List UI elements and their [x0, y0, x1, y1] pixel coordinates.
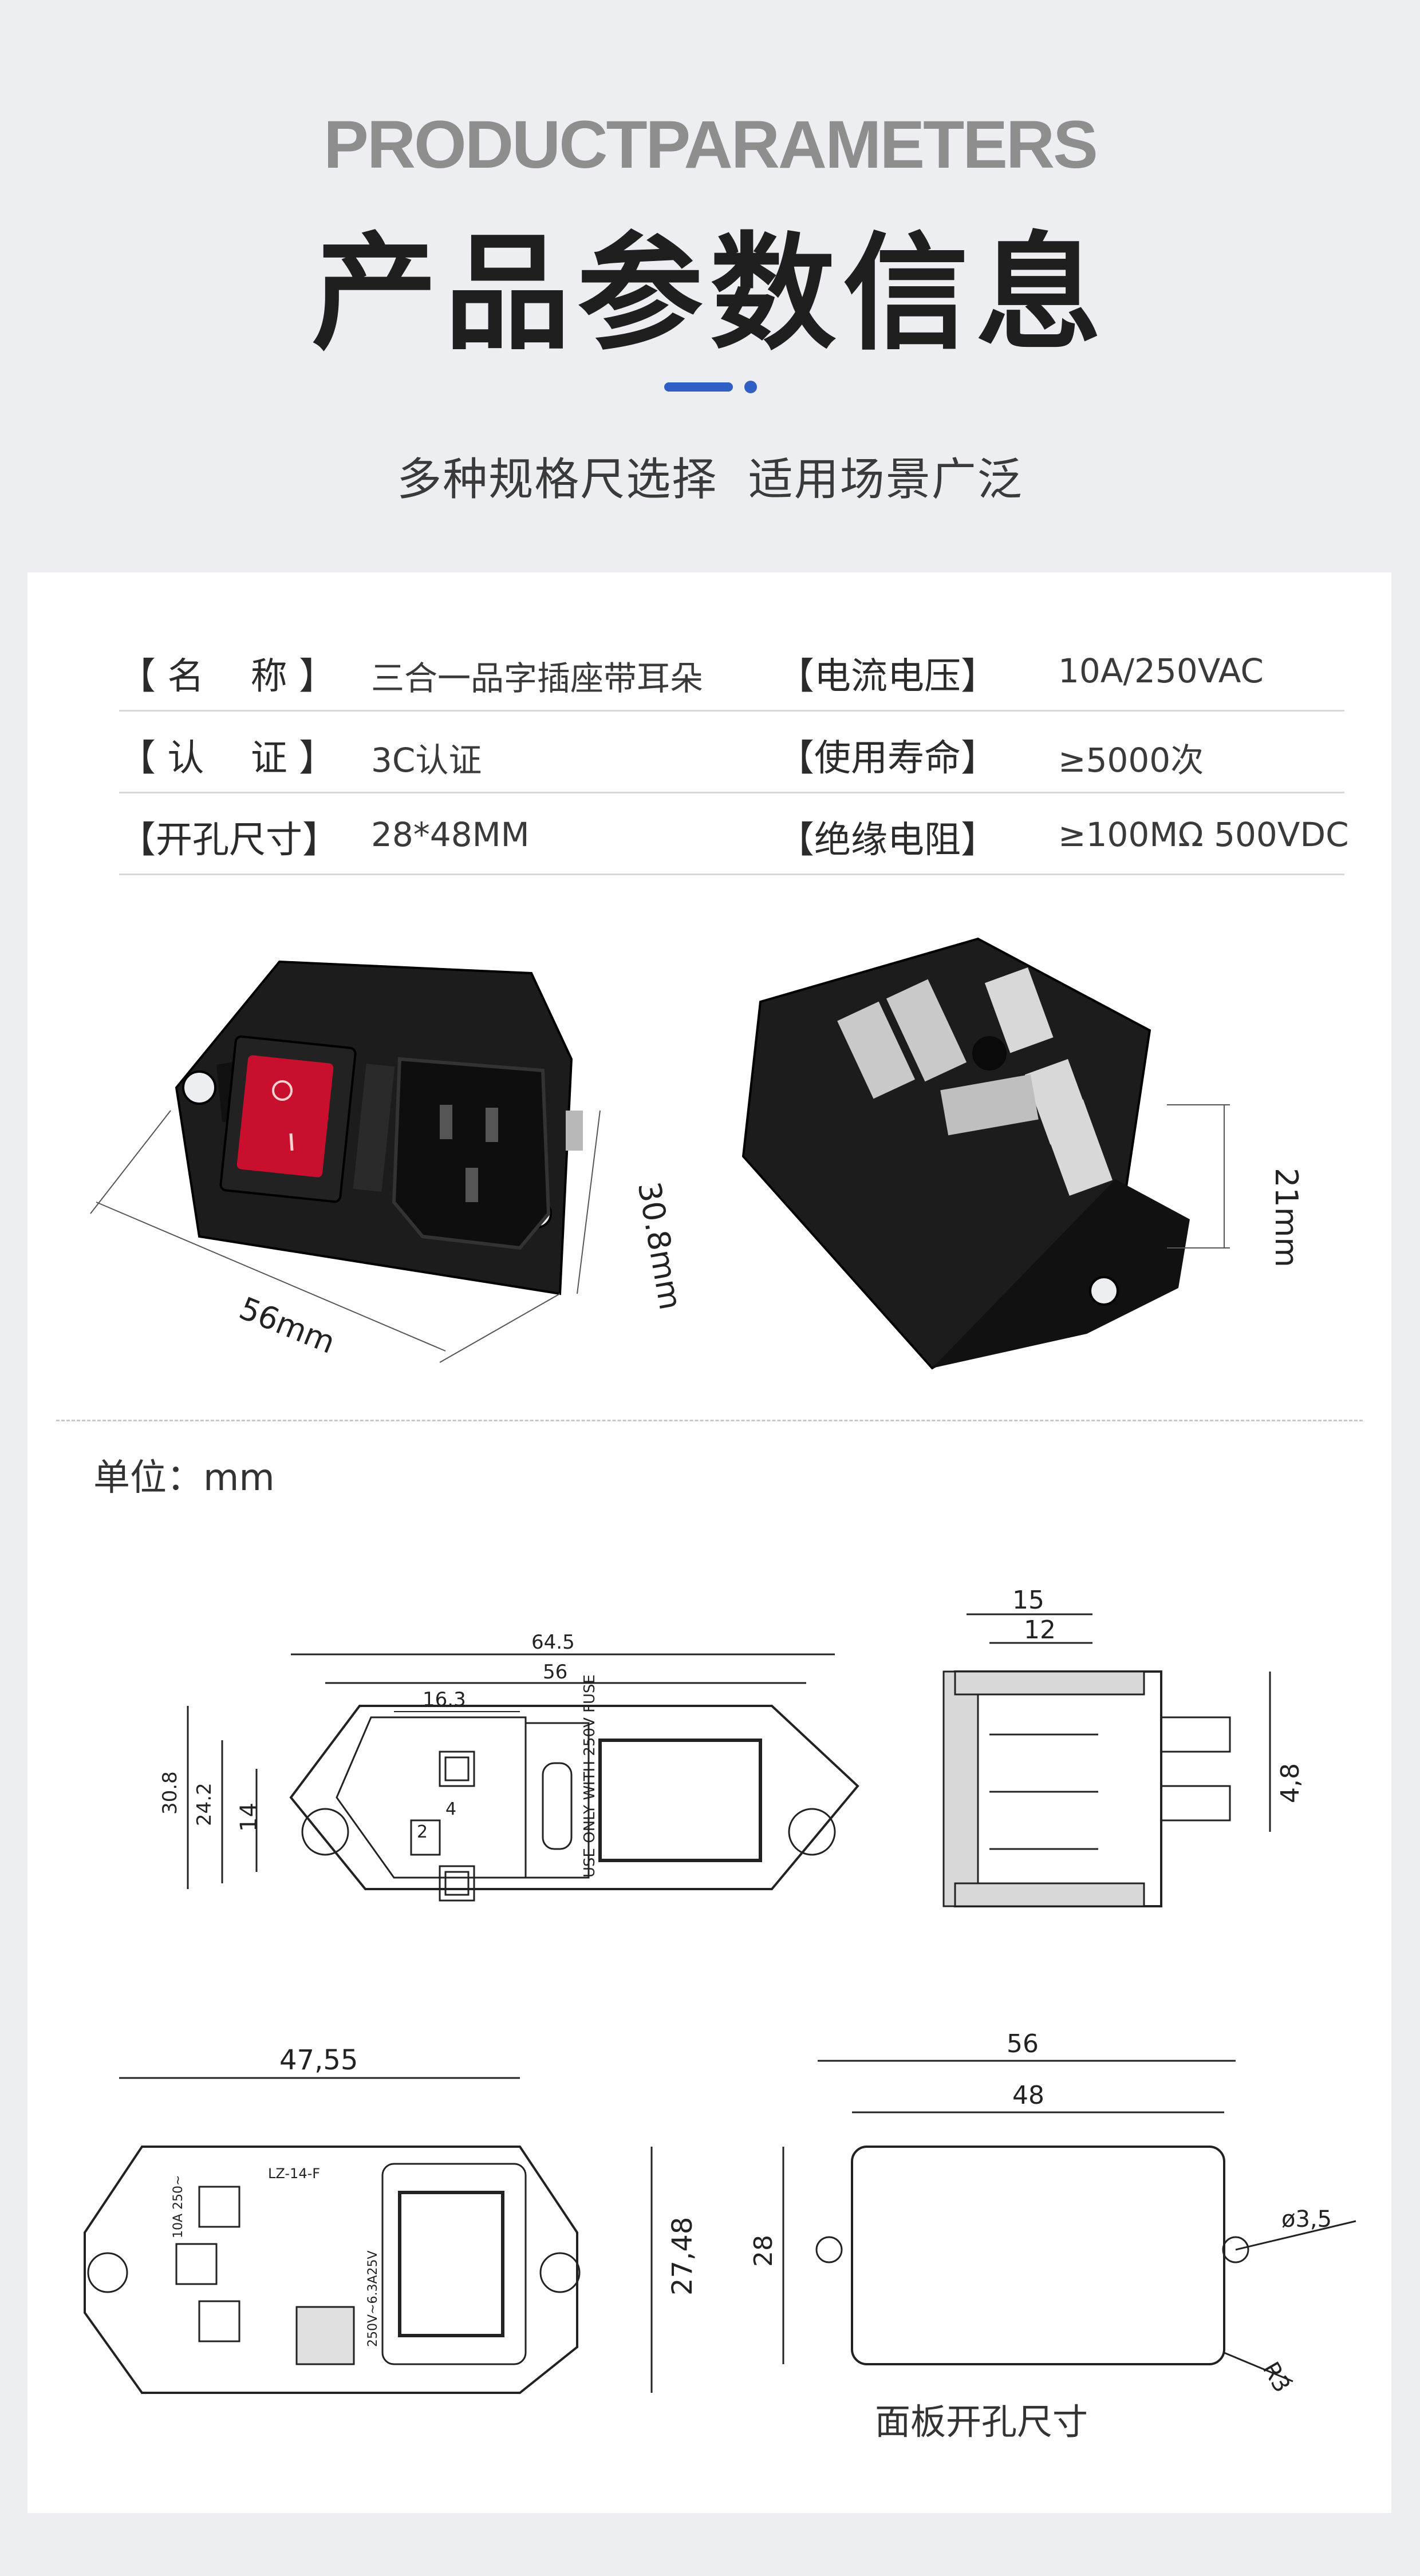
front-dim-2: 56 [543, 1661, 567, 1684]
spec-value: 三合一品字插座带耳朵 [371, 659, 704, 698]
side-drawing [942, 1613, 1271, 1907]
spec-label: 【 认 证 】 [119, 737, 336, 780]
photo-depth-dim: 21mm [1268, 1168, 1304, 1267]
header: PRODUCTPARAMETERS 产品参数信息 多种规格尺选择 适用场景广泛 [0, 0, 1420, 567]
front-dim-8: 2 [417, 1822, 428, 1842]
front-dim-6: 14 [236, 1803, 262, 1832]
spec-value: ≥100MΩ 500VDC [1058, 815, 1349, 854]
product-photos: 56mm 30.8mm 21mm [90, 937, 1304, 1370]
front-dim-5: 24.2 [193, 1783, 216, 1826]
cutout-dim-h: 28 [749, 2235, 778, 2267]
side-dim-2: 12 [1024, 1615, 1056, 1645]
front-dim-3: 16.3 [423, 1688, 466, 1711]
spec-label: 【绝缘电阻】 [778, 819, 997, 862]
spec-value: 28*48MM [371, 815, 530, 854]
spec-row: 【开孔尺寸】 28*48MM 【绝缘电阻】 ≥100MΩ 500VDC [119, 793, 1349, 875]
front-dim-7: 4 [445, 1799, 456, 1819]
back-dim-h: 27,48 [666, 2217, 699, 2296]
side-dim-3: 4,8 [1276, 1763, 1305, 1803]
part-number: LZ-14-F [268, 2166, 320, 2182]
front-dim-4: 30.8 [159, 1771, 182, 1815]
spec-row: 【 认 证 】 3C认证 【使用寿命】 ≥5000次 [119, 712, 1344, 793]
fuse-warning: USE ONLY WITH 250V FUSE [581, 1674, 598, 1878]
accent-bar [664, 382, 733, 392]
fuse-rating: 250V~6.3A25V [366, 2250, 380, 2347]
spec-value: 3C认证 [371, 741, 482, 780]
spec-value: 10A/250VAC [1058, 651, 1264, 690]
back-drawing [84, 2077, 653, 2394]
spec-label: 【开孔尺寸】 [119, 819, 339, 862]
divider [56, 1420, 1363, 1421]
spec-label: 【使用寿命】 [778, 737, 997, 780]
spec-label: 【 名 称 】 [119, 655, 336, 698]
subtitle: 多种规格尺选择 适用场景广泛 [397, 454, 1023, 505]
content-card: 【 名 称 】 三合一品字插座带耳朵 【电流电压】 10A/250VAC 【 认… [27, 572, 1391, 2513]
cutout-dim-w1: 56 [1007, 2029, 1039, 2059]
cutout-hole: ø3,5 [1281, 2206, 1332, 2233]
spec-table: 【 名 称 】 三合一品字插座带耳朵 【电流电压】 10A/250VAC 【 认… [119, 630, 1349, 875]
accent-dot [744, 381, 757, 393]
rocker-switch [236, 1055, 334, 1178]
spec-label: 【电流电压】 [778, 655, 997, 698]
back-photo [741, 937, 1230, 1370]
back-dim-w: 47,55 [279, 2044, 358, 2076]
side-dim-1: 15 [1012, 1586, 1044, 1615]
chinese-title: 产品参数信息 [311, 220, 1109, 367]
front-photo [90, 960, 601, 1363]
front-drawing [187, 1653, 859, 1902]
technical-drawings: 64.5 56 16.3 30.8 24.2 14 4 2 USE ONLY W… [84, 1586, 1356, 2397]
cutout-radius: R3 [1257, 2357, 1295, 2397]
spec-value: ≥5000次 [1058, 741, 1204, 780]
front-dim-1: 64.5 [531, 1631, 575, 1654]
english-title: PRODUCTPARAMETERS [324, 107, 1098, 183]
unit-label: 单位：mm [93, 1457, 275, 1499]
spec-row: 【 名 称 】 三合一品字插座带耳朵 【电流电压】 10A/250VAC [119, 630, 1344, 712]
cutout-dim-w2: 48 [1012, 2081, 1044, 2110]
panel-cutout-drawing [782, 2060, 1356, 2383]
cutout-caption: 面板开孔尺寸 [875, 2401, 1088, 2443]
rating-label: 10A 250~ [171, 2175, 186, 2238]
